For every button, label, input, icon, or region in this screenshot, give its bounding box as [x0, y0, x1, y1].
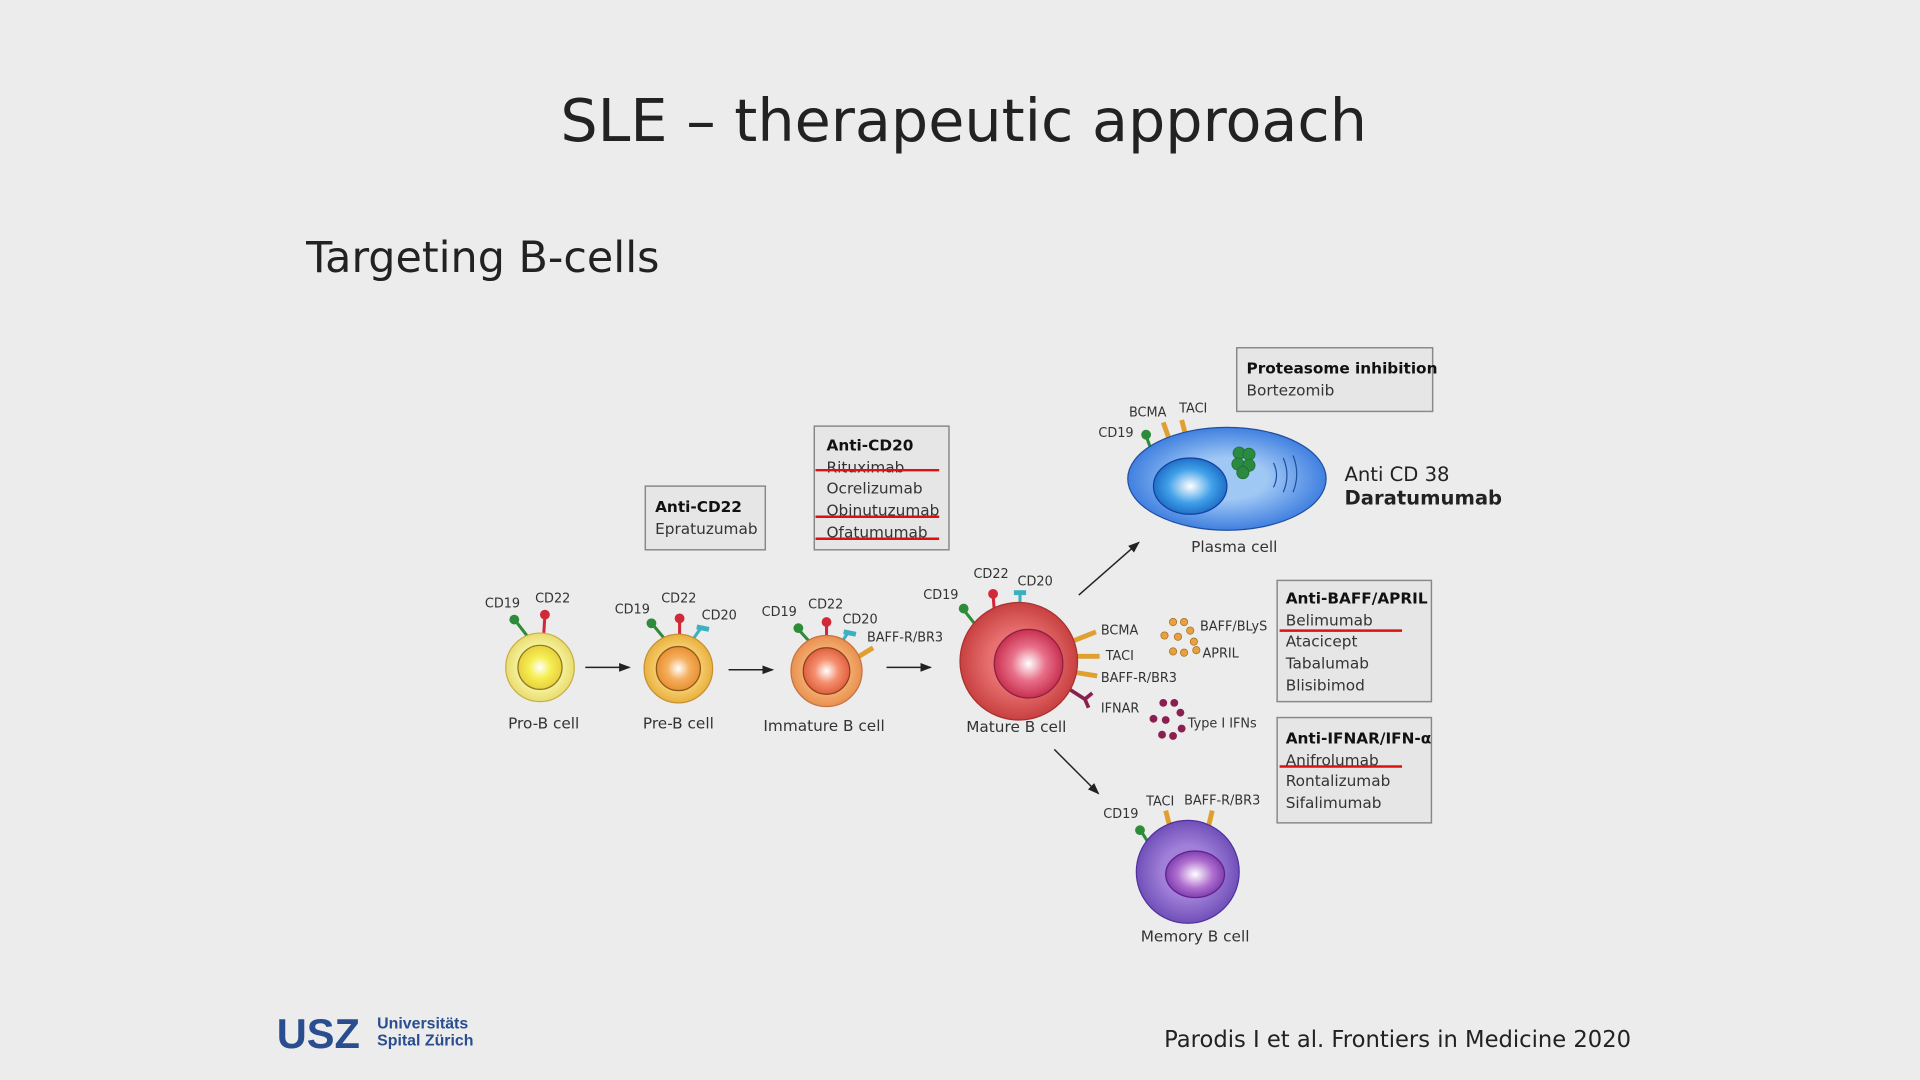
svg-text:Anti-BAFF/APRIL: Anti-BAFF/APRIL: [1286, 590, 1428, 608]
svg-text:Anti-CD20: Anti-CD20: [827, 437, 914, 455]
svg-text:Anti-CD22: Anti-CD22: [655, 498, 742, 516]
cell-label: Mature B cell: [966, 718, 1066, 736]
marker-label: CD22: [535, 591, 570, 606]
marker-label: CD20: [702, 609, 737, 624]
svg-text:Sifalimumab: Sifalimumab: [1286, 794, 1382, 812]
mature-b-cell: CD19 CD22 CD20 BCMA TACI BAFF-R/BR3 IFNA…: [923, 567, 1177, 736]
marker-label: CD19: [485, 596, 520, 611]
svg-text:Rontalizumab: Rontalizumab: [1286, 772, 1391, 790]
cell-label: Pre-B cell: [643, 715, 714, 733]
marker-label: CD22: [973, 567, 1008, 582]
memory-b-cell: CD19 TACI BAFF-R/BR3 Memory B cell: [1103, 793, 1260, 945]
marker-label: BAFF-R/BR3: [1101, 671, 1177, 686]
type-i-ifn-ligands: [1149, 698, 1186, 740]
cell-label: Plasma cell: [1191, 538, 1277, 556]
marker-label: CD19: [762, 605, 797, 620]
ligand-label: Type I IFNs: [1187, 716, 1257, 731]
slide-title: SLE – therapeutic approach: [560, 86, 1367, 155]
svg-text:Belimumab: Belimumab: [1286, 612, 1373, 630]
ligand-label: APRIL: [1202, 647, 1239, 662]
marker-label: CD22: [661, 591, 696, 606]
arrow: [1053, 748, 1100, 795]
anti-cd38-label: Anti CD 38: [1344, 463, 1449, 486]
marker-label: BAFF-R/BR3: [867, 631, 943, 646]
marker-label: CD19: [1103, 807, 1138, 822]
proteasome-icon: [1231, 446, 1256, 480]
slide-subtitle: Targeting B-cells: [305, 233, 659, 283]
daratumumab-label: Daratumumab: [1344, 486, 1502, 509]
marker-label: CD20: [1018, 574, 1053, 589]
baff-april-ligands: [1160, 618, 1201, 657]
svg-text:USZ: USZ: [277, 1010, 360, 1057]
cell-label: Memory B cell: [1141, 928, 1250, 946]
svg-text:Atacicept: Atacicept: [1286, 633, 1358, 651]
marker-label: BCMA: [1129, 405, 1167, 420]
pre-b-cell: CD19 CD22 CD20 Pre-B cell: [615, 591, 737, 732]
pro-b-cell: CD19 CD22 Pro-B cell: [485, 591, 579, 732]
marker-label: TACI: [1178, 402, 1207, 417]
marker-label: CD22: [808, 598, 843, 613]
marker-label: IFNAR: [1101, 702, 1140, 717]
svg-text:Bortezomib: Bortezomib: [1247, 382, 1335, 400]
anti-cd22-box: Anti-CD22 Epratuzumab: [644, 485, 767, 551]
svg-text:Tabalumab: Tabalumab: [1285, 655, 1369, 673]
marker-label: BAFF-R/BR3: [1184, 793, 1260, 808]
svg-text:Universitäts: Universitäts: [377, 1016, 468, 1033]
citation: Parodis I et al. Frontiers in Medicine 2…: [1164, 1027, 1631, 1053]
marker-label: CD19: [923, 588, 958, 603]
marker-label: TACI: [1145, 795, 1174, 810]
svg-text:Rituximab: Rituximab: [827, 459, 905, 477]
anti-ifnar-box: Anti-IFNAR/IFN-α Anifrolumab Rontalizuma…: [1276, 716, 1433, 824]
marker-label: CD19: [615, 602, 650, 617]
svg-text:Proteasome inhibition: Proteasome inhibition: [1247, 359, 1438, 377]
svg-text:Ocrelizumab: Ocrelizumab: [827, 479, 923, 497]
plasma-cell: CD19 BCMA TACI Plasma cell: [1098, 402, 1327, 556]
arrow: [1078, 541, 1140, 596]
anti-baff-april-box: Anti-BAFF/APRIL Belimumab Atacicept Taba…: [1276, 579, 1433, 703]
ligand-label: BAFF/BLyS: [1200, 620, 1267, 635]
marker-label: CD20: [842, 612, 877, 627]
marker-label: TACI: [1105, 649, 1134, 664]
marker-label: BCMA: [1101, 623, 1139, 638]
proteasome-inhibition-box: Proteasome inhibition Bortezomib: [1236, 347, 1438, 413]
cell-label: Immature B cell: [763, 717, 884, 735]
svg-text:Anifrolumab: Anifrolumab: [1286, 751, 1379, 769]
cell-label: Pro-B cell: [508, 715, 579, 733]
svg-text:Anti-IFNAR/IFN-α: Anti-IFNAR/IFN-α: [1286, 729, 1432, 747]
svg-text:Epratuzumab: Epratuzumab: [655, 520, 757, 538]
svg-text:Spital Zürich: Spital Zürich: [377, 1033, 473, 1050]
marker-label: CD19: [1098, 426, 1133, 441]
anti-cd20-box: Anti-CD20 Rituximab Ocrelizumab Obinutuz…: [813, 425, 950, 551]
svg-text:Blisibimod: Blisibimod: [1286, 677, 1365, 695]
svg-text:Obinutuzumab: Obinutuzumab: [827, 502, 940, 520]
svg-text:Ofatumumab: Ofatumumab: [827, 524, 928, 542]
immature-b-cell: CD19 CD22 CD20 BAFF-R/BR3 Immature B cel…: [762, 598, 943, 735]
usz-logo: USZ Universitäts Spital Zürich: [277, 1010, 474, 1057]
